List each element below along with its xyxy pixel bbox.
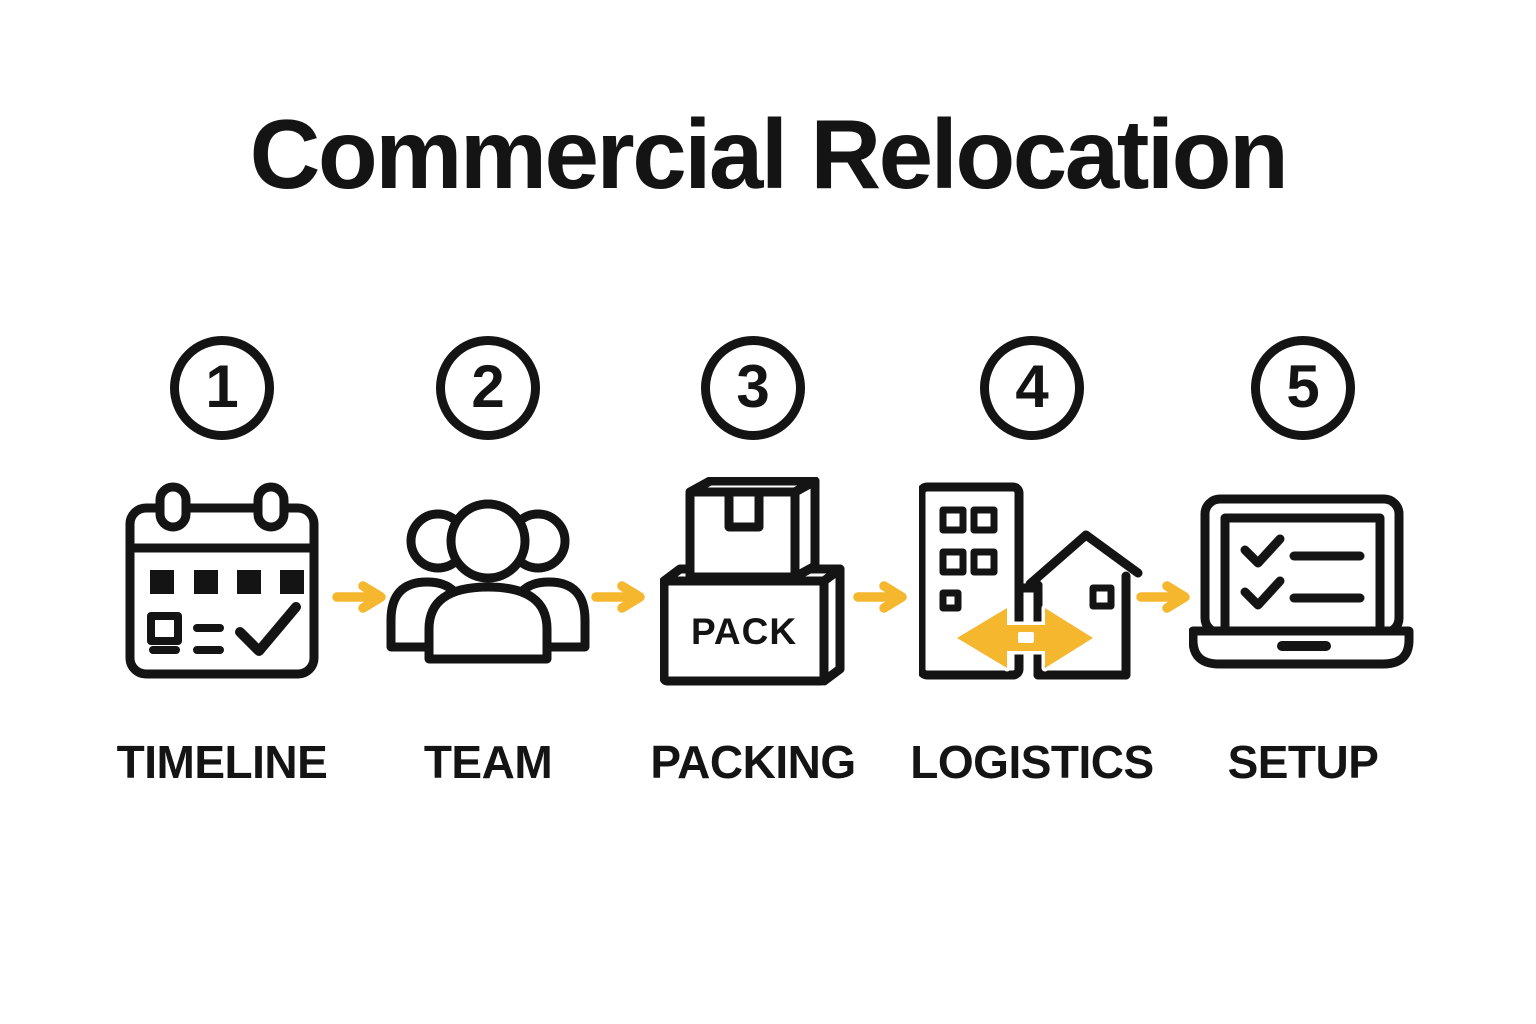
step-label: TEAM	[423, 736, 553, 788]
step-number-badge: 2	[436, 336, 540, 440]
step-icon-box	[902, 480, 1162, 684]
step-number-badge: 1	[170, 336, 274, 440]
step-packing: 3 PACK PACKING	[623, 336, 883, 785]
step-icon-box	[358, 480, 618, 684]
flow-right-arrow-icon	[591, 581, 647, 613]
step-team: 2 TEAM	[358, 336, 618, 785]
building-transfer-icon	[919, 482, 1143, 680]
step-label: LOGISTICS	[910, 736, 1154, 788]
transfer-double-arrow-icon	[953, 604, 1097, 672]
flow-right-arrow-icon	[332, 581, 388, 613]
step-number: 3	[736, 353, 770, 420]
step-label: PACKING	[650, 736, 856, 788]
step-icon-box: PACK	[623, 477, 883, 686]
calendar-checklist-icon	[125, 482, 319, 679]
step-number: 5	[1286, 353, 1320, 420]
laptop-checklist-icon	[1189, 494, 1414, 669]
flow-right-arrow-icon	[853, 581, 909, 613]
stacked-boxes-icon: PACK	[660, 477, 845, 686]
team-group-icon	[386, 499, 590, 664]
step-number: 1	[205, 353, 239, 420]
step-number-badge: 3	[701, 336, 805, 440]
step-label: SETUP	[1227, 736, 1379, 788]
step-label: TIMELINE	[116, 736, 328, 788]
page-title: Commercial Relocation	[249, 99, 1289, 209]
step-icon-box	[1173, 480, 1433, 684]
step-number: 4	[1015, 353, 1049, 420]
step-number-badge: 5	[1251, 336, 1355, 440]
flow-right-arrow-icon	[1136, 581, 1192, 613]
pack-box-label: PACK	[691, 611, 797, 652]
step-number: 2	[471, 353, 505, 420]
step-setup: 5 SETUP	[1173, 336, 1433, 785]
step-icon-box	[92, 480, 352, 684]
step-logistics: 4	[902, 336, 1162, 785]
step-timeline: 1	[92, 336, 352, 785]
step-number-badge: 4	[980, 336, 1084, 440]
